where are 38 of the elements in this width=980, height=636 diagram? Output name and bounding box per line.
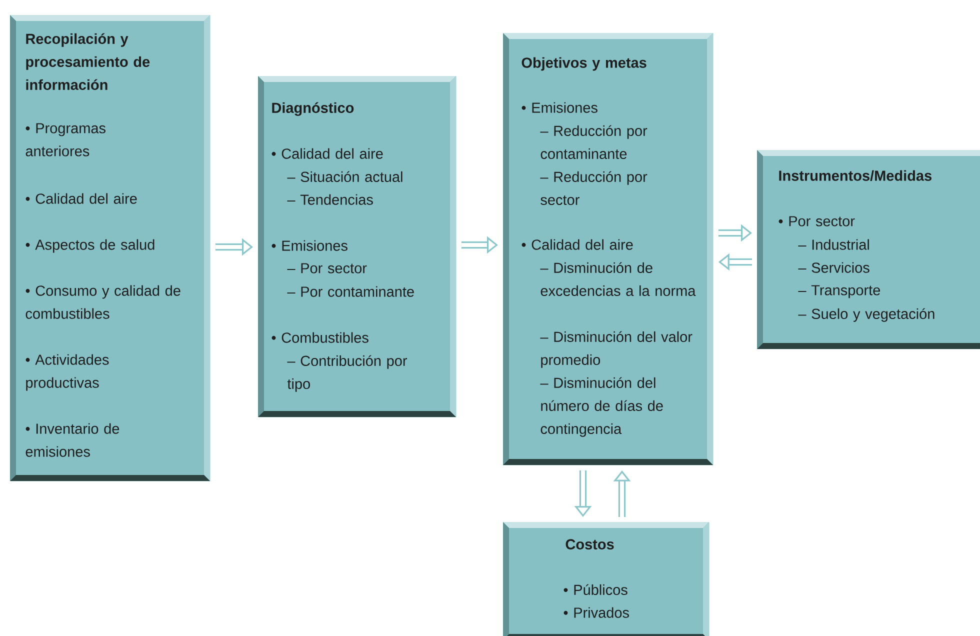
list-item: • Aspectos de salud (26, 239, 154, 253)
process-box (757, 150, 980, 350)
list-item: – Suelo y vegetación (798, 308, 934, 322)
process-box (10, 15, 210, 482)
list-item: – Industrial (798, 239, 869, 250)
list-item: • Inventario de emisiones (26, 423, 120, 457)
list-item: • Consumo y calidad de combustibles (26, 285, 180, 319)
list-item: – Reducción por sector (540, 171, 648, 206)
box-heading: Instrumentos/Medidas (779, 170, 932, 181)
list-item: – Por contaminante (287, 286, 414, 297)
list-item: • Emisiones (522, 102, 598, 113)
list-item: – Reducción por contaminante (540, 125, 648, 160)
list-item: • Programas anteriores (26, 123, 106, 156)
list-item: • Públicos (564, 584, 628, 595)
box-heading: Recopilación y procesamiento de información (26, 33, 150, 90)
list-item: • Calidad del aire (272, 148, 383, 159)
list-item: – Disminución del número de días de contingencia (540, 377, 663, 437)
list-item: • Combustibles (272, 332, 368, 343)
process-box (258, 76, 456, 418)
list-item: – Por sector (287, 263, 367, 274)
list-item: – Situación actual (287, 171, 402, 182)
list-item: • Emisiones (272, 240, 348, 251)
box-heading: Costos (566, 539, 614, 550)
list-item: – Disminución de excedencias a la norma (540, 262, 696, 296)
list-item: – Servicios (798, 262, 870, 273)
list-item: – Disminución del valor promedio (540, 331, 692, 368)
list-item: • Calidad del aire (522, 239, 633, 250)
box-heading: Diagnóstico (272, 102, 354, 116)
list-item: • Actividades productivas (26, 354, 109, 391)
list-item: – Tendencias (287, 194, 373, 205)
list-item: – Transporte (798, 285, 880, 298)
list-item: – Contribución por tipo (287, 355, 408, 392)
box-heading: Objetivos y metas (522, 57, 646, 71)
process-box (503, 522, 710, 636)
list-item: • Privados (564, 607, 629, 618)
process-box (503, 33, 714, 466)
list-item: • Calidad del aire (26, 193, 137, 204)
list-item: • Por sector (778, 216, 855, 226)
